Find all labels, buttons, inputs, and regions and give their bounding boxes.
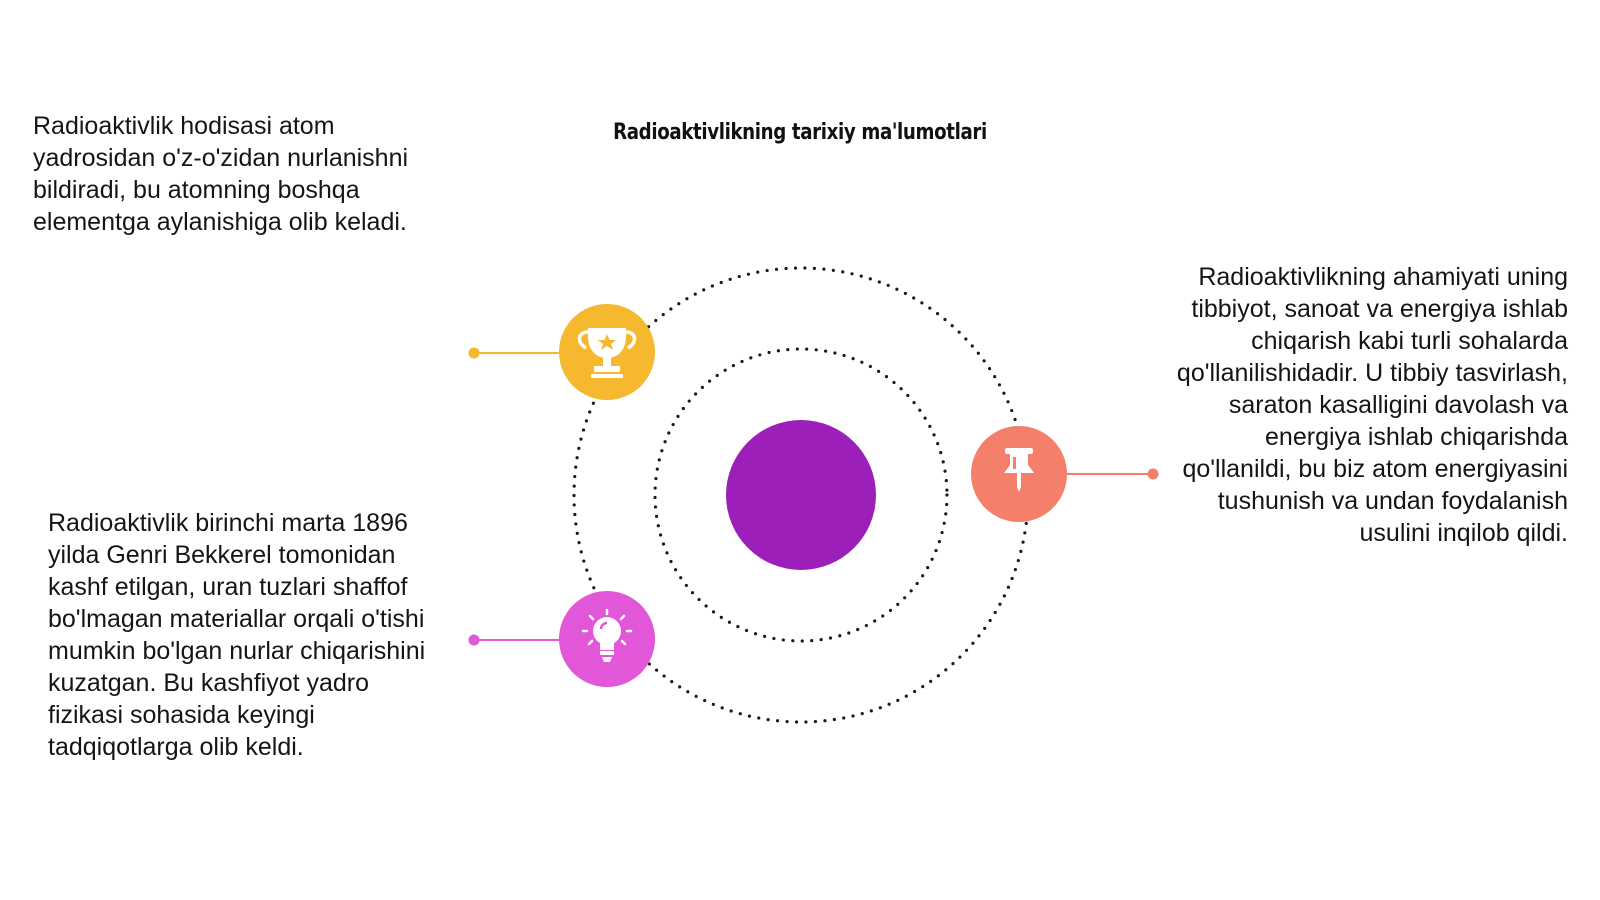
inner-orbit <box>653 347 949 643</box>
diagram-title: Radioaktivlikning tarixiy ma'lumotlari <box>613 120 987 145</box>
trophy-icon <box>559 304 655 400</box>
lightbulb-icon <box>559 591 655 687</box>
text-block-significance: Radioaktivlikning ahamiyati uning tibbiy… <box>1176 263 1568 547</box>
text-block-definition: Radioaktivlik hodisasi atom yadrosidan o… <box>33 112 409 236</box>
connector-lightbulb <box>468 634 562 646</box>
pushpin-icon <box>971 426 1067 522</box>
connector-pushpin <box>1064 468 1159 480</box>
center-circle <box>726 420 876 570</box>
text-block-discovery: Radioaktivlik birinchi marta 1896 yilda … <box>48 509 426 761</box>
connector-trophy <box>468 347 562 359</box>
